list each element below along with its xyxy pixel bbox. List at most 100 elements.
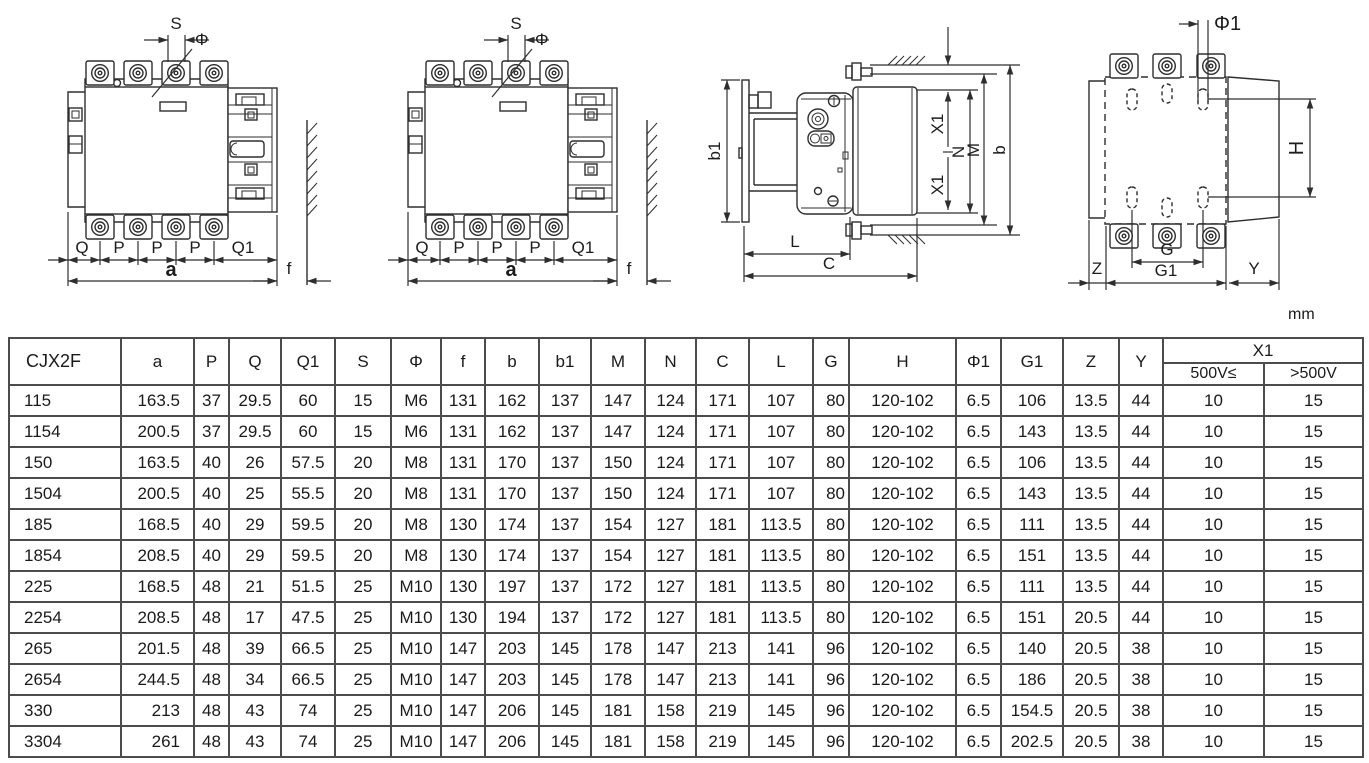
table-cell: 15: [334, 415, 392, 448]
table-cell: 137: [538, 446, 592, 479]
table-cell: 44: [1118, 384, 1164, 417]
table-cell: 40: [193, 446, 230, 479]
table-cell: 172: [590, 601, 646, 634]
table-cell: 44: [1118, 508, 1164, 541]
table-cell: 6.5: [955, 632, 1002, 665]
column-header-q: Q: [228, 337, 282, 386]
table-cell: 48: [193, 632, 230, 665]
table-cell: 150: [590, 477, 646, 510]
table-cell: 34: [228, 663, 282, 696]
table-cell: 10: [1162, 539, 1265, 572]
table-cell: 111: [1000, 570, 1064, 603]
table-cell: 1154: [8, 415, 122, 448]
dim-label-b: b: [990, 145, 1009, 154]
table-cell: 20: [334, 446, 392, 479]
table-cell: 120-102: [848, 570, 957, 603]
table-cell: 6.5: [955, 694, 1002, 727]
table-cell: 145: [538, 632, 592, 665]
table-cell: 15: [1262, 477, 1365, 510]
table-cell: 120-102: [848, 508, 957, 541]
contactor-side-outline: X1 X1 N M b b1 L C: [705, 27, 1020, 282]
table-cell: M6: [390, 415, 442, 448]
column-header-model: CJX2F: [8, 337, 122, 386]
table-cell: 13.5: [1062, 508, 1120, 541]
table-cell: 147: [590, 415, 646, 448]
dim-label-h: H: [1286, 141, 1308, 155]
table-cell: 20.5: [1062, 601, 1120, 634]
table-cell: 124: [644, 384, 697, 417]
dim-label-q1: Q1: [232, 238, 255, 257]
table-cell: 96: [812, 632, 850, 665]
table-cell: 213: [695, 663, 750, 696]
table-cell: 131: [440, 477, 486, 510]
dim-label-z: Z: [1092, 259, 1102, 278]
table-cell: 219: [695, 725, 750, 758]
front-view-drawing-1: S Φ Q P: [48, 14, 331, 286]
table-cell: 127: [644, 508, 697, 541]
table-cell: 124: [644, 415, 697, 448]
table-cell: 48: [193, 663, 230, 696]
table-cell: 174: [484, 508, 540, 541]
table-cell: 51.5: [280, 570, 336, 603]
table-cell: 181: [695, 601, 750, 634]
table-cell: 43: [228, 694, 282, 727]
table-cell: 145: [538, 694, 592, 727]
table-cell: 25: [334, 632, 392, 665]
table-cell: 172: [590, 570, 646, 603]
table-cell: 25: [334, 601, 392, 634]
table-cell: 96: [812, 725, 850, 758]
table-cell: 147: [644, 632, 697, 665]
table-cell: 20.5: [1062, 694, 1120, 727]
table-cell: 44: [1118, 601, 1164, 634]
table-cell: 20.5: [1062, 663, 1120, 696]
table-cell: 147: [440, 694, 486, 727]
table-cell: 6.5: [955, 725, 1002, 758]
table-cell: 137: [538, 508, 592, 541]
table-cell: 141: [748, 632, 814, 665]
unit-label: mm: [1288, 306, 1315, 323]
table-cell: 124: [644, 446, 697, 479]
table-cell: 120-102: [848, 725, 957, 758]
table-cell: 80: [812, 601, 850, 634]
table-cell: 124: [644, 477, 697, 510]
table-cell: 137: [538, 601, 592, 634]
table-cell: 6.5: [955, 539, 1002, 572]
table-cell: 137: [538, 384, 592, 417]
table-cell: M6: [390, 384, 442, 417]
column-header-b: b: [484, 337, 540, 386]
column-header-x1-500v-le: 500V≤: [1162, 362, 1265, 386]
table-cell: 120-102: [848, 694, 957, 727]
table-cell: 44: [1118, 477, 1164, 510]
table-cell: 15: [1262, 663, 1365, 696]
table-cell: 44: [1118, 446, 1164, 479]
front-view-drawing-2: [380, 2, 710, 305]
table-cell: 107: [748, 384, 814, 417]
table-cell: 48: [193, 570, 230, 603]
table-cell: 178: [590, 663, 646, 696]
table-cell: 162: [484, 384, 540, 417]
table-cell: 178: [590, 632, 646, 665]
table-cell: 137: [538, 570, 592, 603]
dim-label-q: Q: [75, 238, 88, 257]
table-cell: 113.5: [748, 570, 814, 603]
table-cell: 60: [280, 415, 336, 448]
table-cell: 40: [193, 477, 230, 510]
table-cell: 162: [484, 415, 540, 448]
column-header-b1: b1: [538, 337, 592, 386]
contactor-back-outline: Φ1 H G Z G1 Y: [1068, 13, 1316, 290]
table-cell: 6.5: [955, 570, 1002, 603]
column-header-z: Z: [1062, 337, 1120, 386]
dim-label-p3: P: [189, 238, 200, 257]
table-cell: 39: [228, 632, 282, 665]
table-cell: 96: [812, 694, 850, 727]
table-cell: 21: [228, 570, 282, 603]
table-cell: 185: [8, 508, 122, 541]
table-cell: 131: [440, 415, 486, 448]
table-cell: 15: [1262, 446, 1365, 479]
table-cell: 145: [538, 663, 592, 696]
